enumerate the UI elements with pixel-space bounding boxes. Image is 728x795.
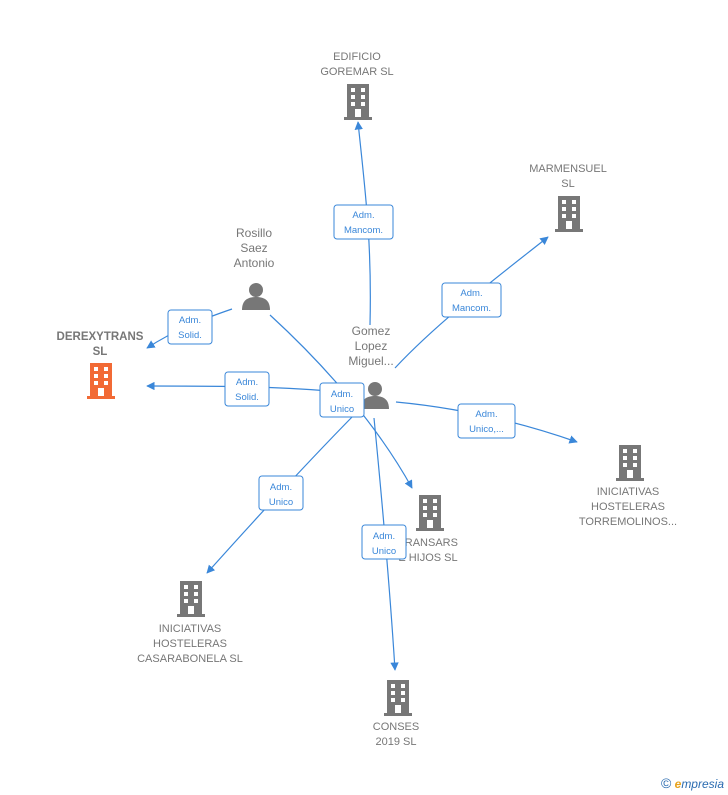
edge-label-line: Adm. (179, 315, 201, 326)
edge-label-gomez-conses[interactable]: Adm. Unico (361, 524, 407, 560)
edge-label-line: Unico (372, 546, 396, 557)
svg-text:Gomez: Gomez (352, 324, 391, 338)
edge-label-gomez-transars[interactable]: Adm. Unico (319, 382, 365, 418)
edge-label-line: Adm. (236, 377, 258, 388)
node-iniciativas-torremolinos[interactable]: INICIATIVAS HOSTELERAS TORREMOLINOS... (579, 445, 677, 528)
svg-text:Miguel...: Miguel... (348, 354, 393, 368)
node-derexytrans[interactable]: DEREXYTRANS SL (57, 331, 144, 399)
node-label: CASARABONELA SL (137, 653, 243, 665)
svg-text:MARMENSUEL: MARMENSUEL (529, 163, 607, 175)
edge-label-line: Adm. (331, 389, 353, 400)
edge-label-line: Adm. (270, 482, 292, 493)
svg-text:Antonio: Antonio (234, 256, 275, 270)
node-label: TRANSARS (398, 537, 458, 549)
svg-text:CASARABONELA SL: CASARABONELA SL (137, 653, 243, 665)
edge-label-line: Adm. (460, 288, 482, 299)
node-label: E HIJOS SL (398, 552, 457, 564)
person-icon (242, 283, 270, 310)
edge-label-line: Mancom. (452, 303, 491, 314)
node-label: 2019 SL (376, 736, 417, 748)
node-gomez-lopez-miguel[interactable]: Gomez Lopez Miguel... (348, 324, 394, 409)
node-label: Miguel... (348, 354, 393, 368)
building-icon (384, 680, 412, 716)
edge-label-line: Adm. (475, 409, 497, 420)
node-label: INICIATIVAS (597, 486, 660, 498)
svg-text:Lopez: Lopez (355, 339, 388, 353)
node-marmensuel[interactable]: MARMENSUEL SL (529, 163, 607, 232)
node-label: SL (93, 346, 108, 358)
edge-label-line: Adm. (373, 531, 395, 542)
node-label: Gomez (352, 324, 391, 338)
node-label: SL (561, 178, 574, 190)
edge-label-gomez-casarabonela[interactable]: Adm. Unico (258, 475, 304, 511)
node-label: HOSTELERAS (591, 501, 665, 513)
svg-text:TRANSARS: TRANSARS (398, 537, 458, 549)
node-label: Antonio (234, 256, 275, 270)
edge-label-line: Solid. (235, 392, 259, 403)
node-label: INICIATIVAS (159, 623, 222, 635)
svg-text:E HIJOS SL: E HIJOS SL (398, 552, 457, 564)
node-rosillo-saez-antonio[interactable]: Rosillo Saez Antonio (234, 226, 275, 310)
svg-text:2019 SL: 2019 SL (376, 736, 417, 748)
node-iniciativas-casarabonela[interactable]: INICIATIVAS HOSTELERAS CASARABONELA SL (137, 581, 243, 665)
edge-label-gomez-derexytrans[interactable]: Adm. Solid. (224, 371, 270, 407)
edge-label-rosillo-derexytrans[interactable]: Adm. Solid. (167, 309, 213, 345)
svg-text:INICIATIVAS: INICIATIVAS (159, 623, 222, 635)
copyright-icon: © (660, 775, 672, 791)
svg-text:INICIATIVAS: INICIATIVAS (597, 486, 660, 498)
edge-label-gomez-torremolinos[interactable]: Adm. Unico,... (457, 403, 516, 439)
svg-text:TORREMOLINOS...: TORREMOLINOS... (579, 516, 677, 528)
node-label: GOREMAR SL (320, 66, 393, 78)
node-label: Lopez (355, 339, 388, 353)
edge-label-gomez-marmensuel[interactable]: Adm. Mancom. (441, 282, 502, 318)
building-icon (616, 445, 644, 481)
svg-text:DEREXYTRANS: DEREXYTRANS (57, 331, 144, 343)
node-label: Rosillo (236, 226, 272, 240)
edge-label-line: Adm. (352, 210, 374, 221)
building-icon (87, 363, 115, 399)
edge-label-line: Unico (330, 404, 354, 415)
svg-text:EDIFICIO: EDIFICIO (333, 51, 381, 63)
brand-logo[interactable]: empresia (675, 777, 724, 791)
svg-text:HOSTELERAS: HOSTELERAS (591, 501, 665, 513)
svg-text:Saez: Saez (240, 241, 267, 255)
svg-text:Rosillo: Rosillo (236, 226, 272, 240)
edge-label-line: Mancom. (344, 225, 383, 236)
svg-text:SL: SL (93, 346, 108, 358)
node-label: Saez (240, 241, 267, 255)
edge-label-line: Unico (269, 497, 293, 508)
building-icon (555, 196, 583, 232)
node-transars-hijos[interactable]: TRANSARS E HIJOS SL (398, 495, 458, 564)
node-label: DEREXYTRANS (57, 331, 144, 343)
svg-text:SL: SL (561, 178, 574, 190)
node-label: HOSTELERAS (153, 638, 227, 650)
copyright-notice: © empresia (661, 775, 724, 791)
person-icon (361, 382, 389, 409)
svg-text:CONSES: CONSES (373, 721, 419, 733)
brand-name: mpresia (681, 777, 724, 791)
node-conses-2019[interactable]: CONSES 2019 SL (373, 680, 419, 748)
building-icon (177, 581, 205, 617)
node-label: MARMENSUEL (529, 163, 607, 175)
svg-text:GOREMAR SL: GOREMAR SL (320, 66, 393, 78)
node-label: EDIFICIO (333, 51, 381, 63)
edge-label-line: Solid. (178, 330, 202, 341)
node-label: TORREMOLINOS... (579, 516, 677, 528)
building-icon (416, 495, 444, 531)
node-edificio-goremar[interactable]: EDIFICIO GOREMAR SL (320, 51, 394, 120)
brand-initial: e (674, 777, 682, 791)
edge-label-gomez-edificio[interactable]: Adm. Mancom. (333, 204, 394, 240)
node-label: CONSES (373, 721, 419, 733)
building-icon (344, 84, 372, 120)
edge-label-line: Unico,... (469, 424, 504, 435)
svg-text:HOSTELERAS: HOSTELERAS (153, 638, 227, 650)
